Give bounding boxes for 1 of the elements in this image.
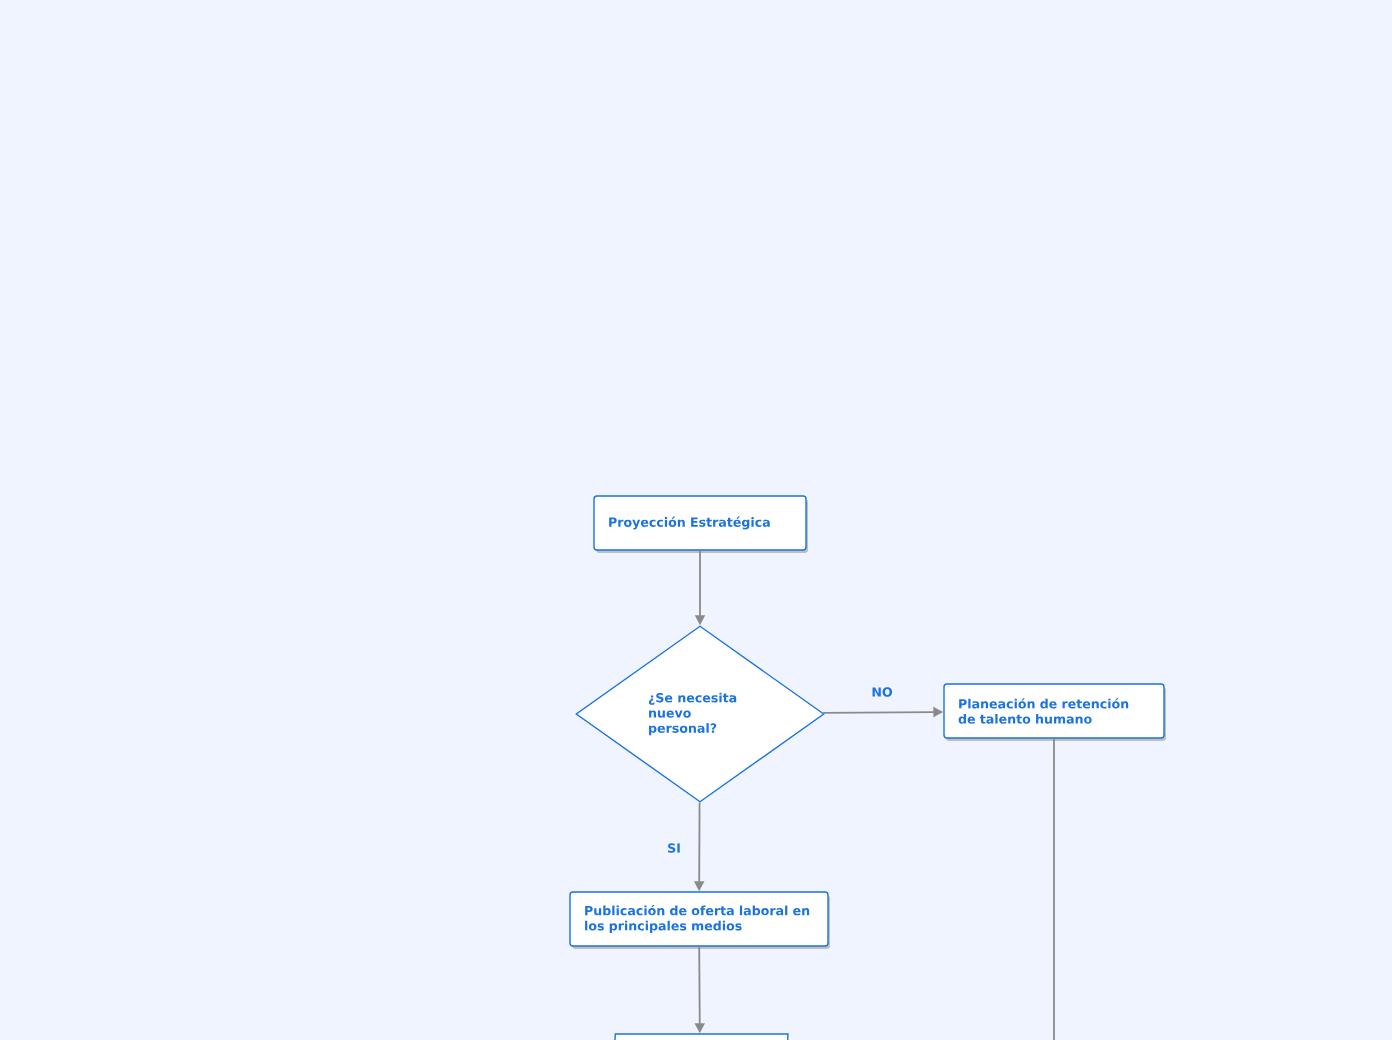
data-parallelogram [611,1033,789,1040]
